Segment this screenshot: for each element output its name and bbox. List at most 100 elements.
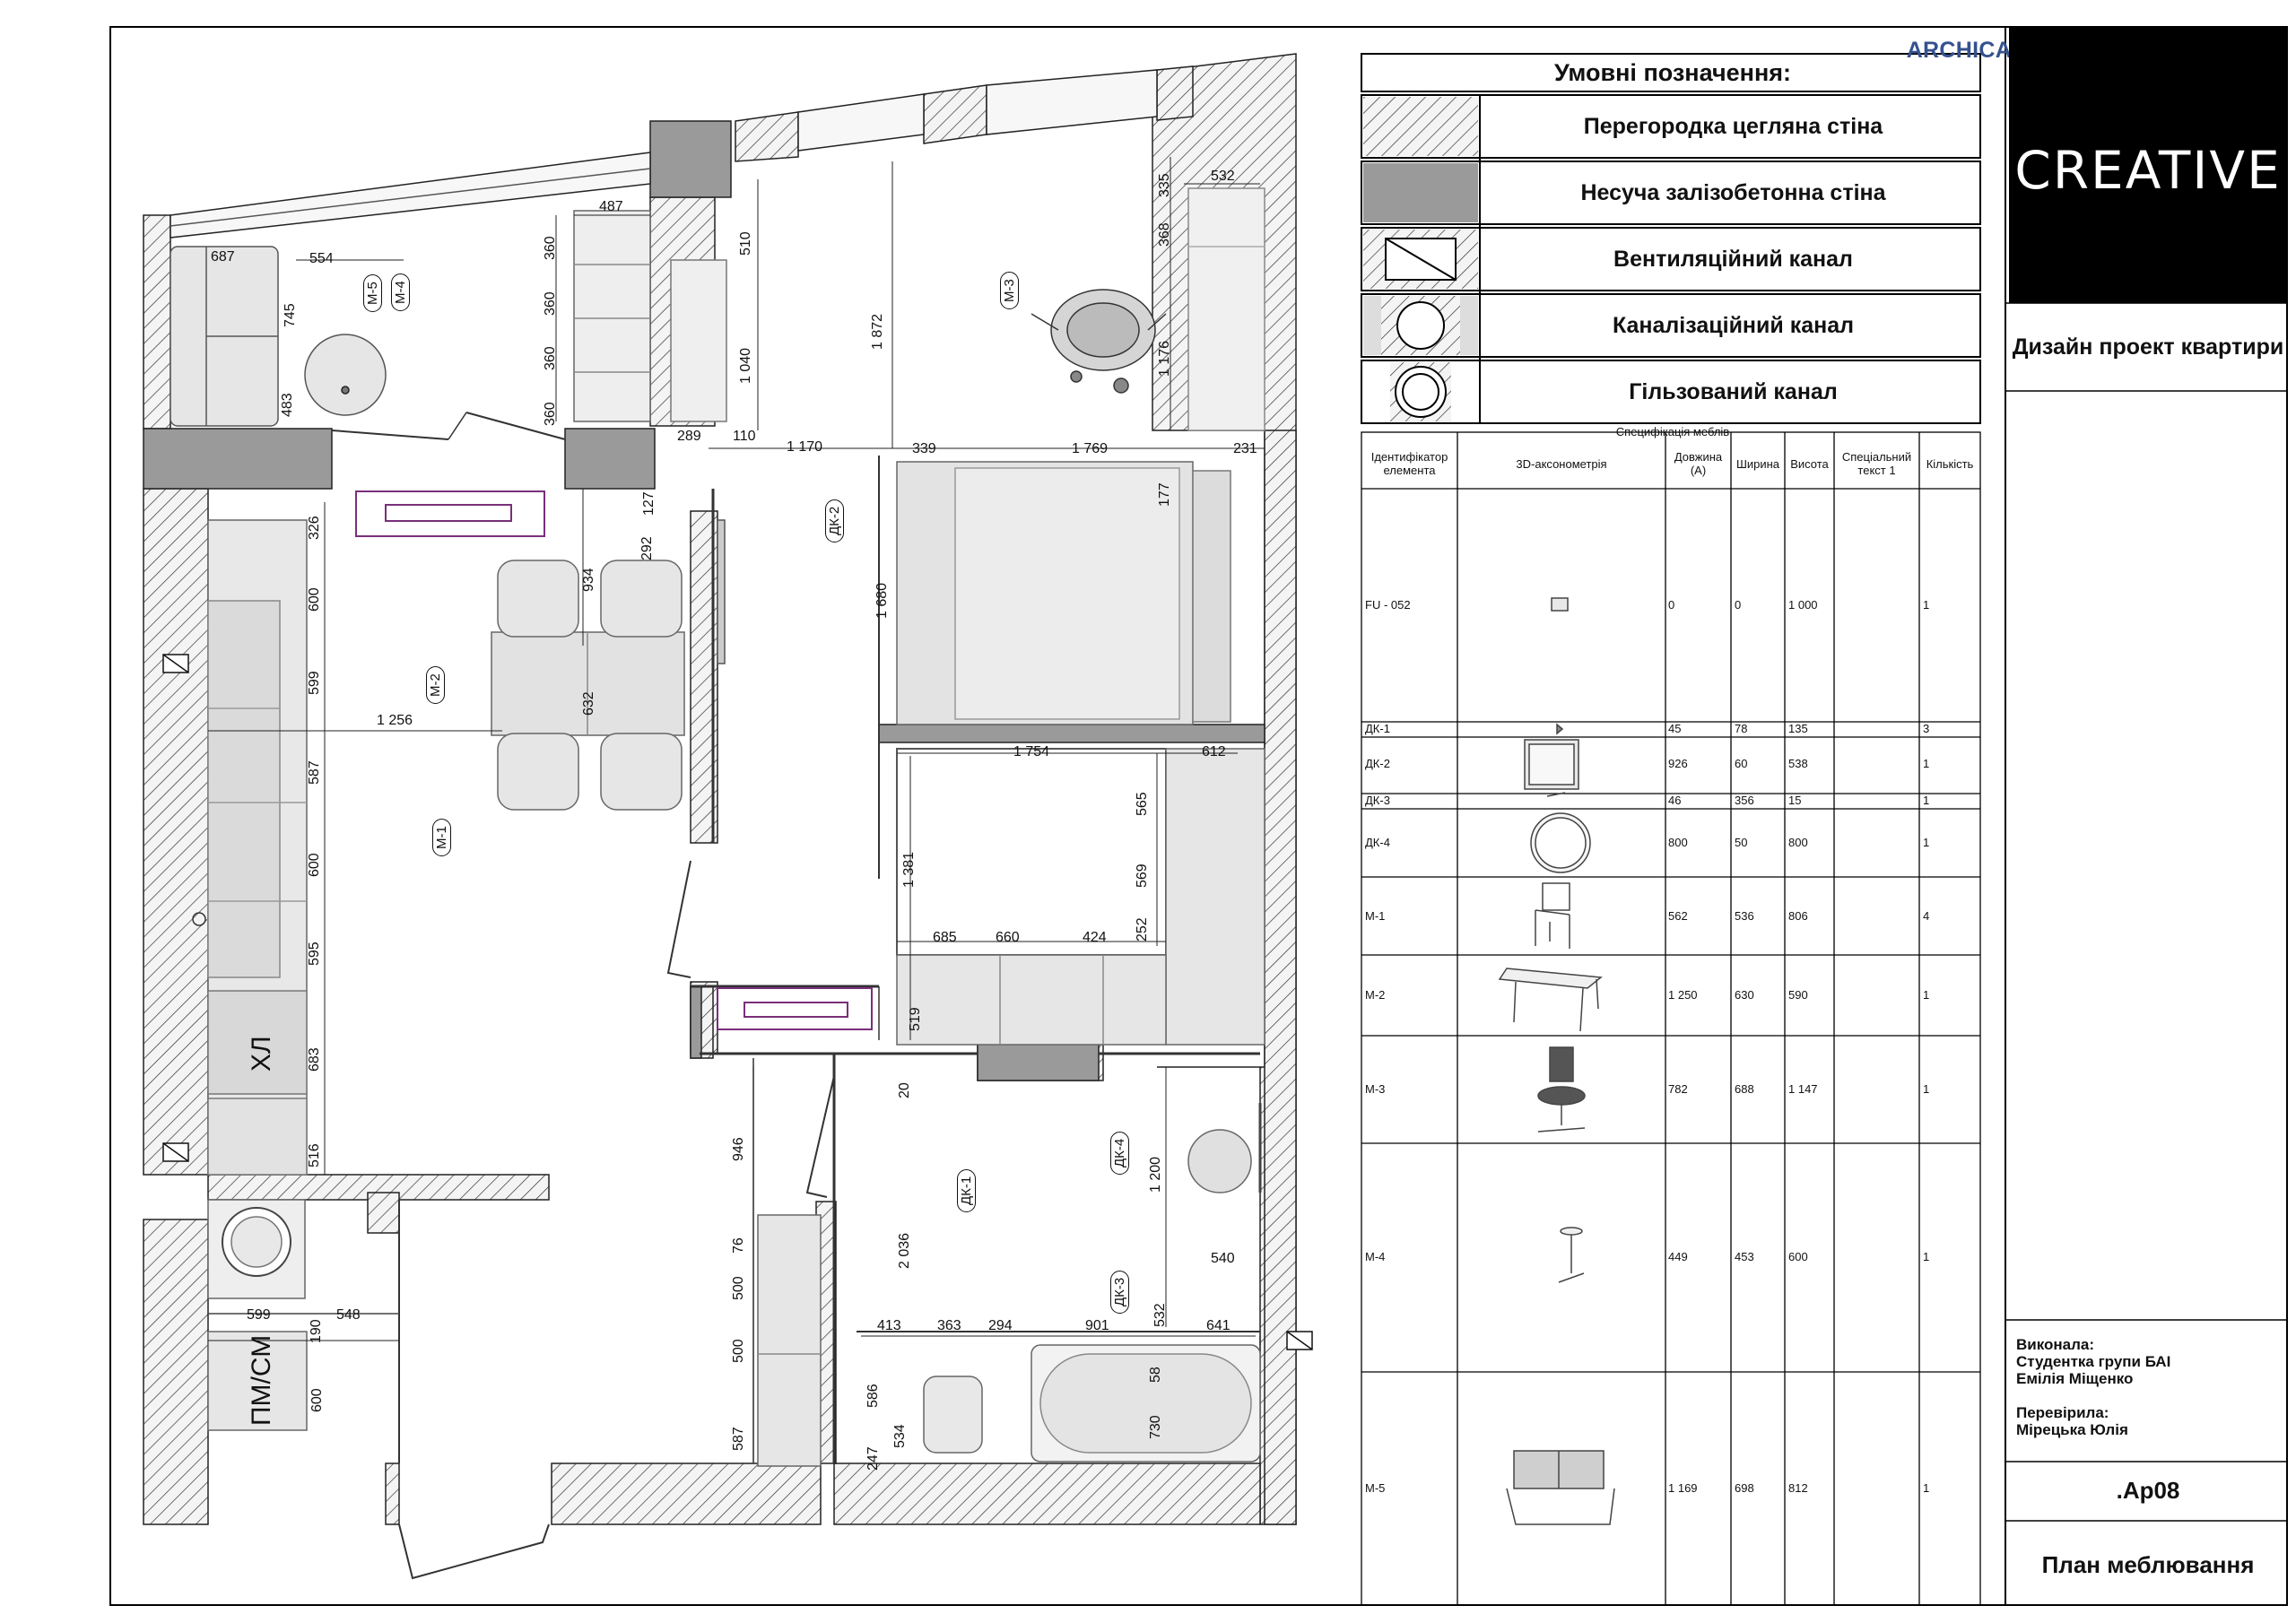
dimension-label: 368 xyxy=(1157,222,1172,247)
sofa-icon xyxy=(1506,1450,1615,1525)
furniture-tag: М-5 xyxy=(363,274,382,312)
socket-icon xyxy=(1551,597,1569,612)
spec-table xyxy=(1361,431,1981,1606)
dimension-label: 540 xyxy=(1211,1251,1235,1266)
dimension-label: 335 xyxy=(1157,173,1172,197)
dimension-label: 1 200 xyxy=(1148,1156,1163,1193)
dimension-label: 483 xyxy=(280,393,295,417)
dimension-label: 360 xyxy=(543,402,558,426)
spec-cell-height: 135 xyxy=(1788,722,1808,735)
dimension-label: 413 xyxy=(877,1318,901,1333)
dimension-label: 177 xyxy=(1157,482,1172,507)
spec-cell-id: М-4 xyxy=(1365,1250,1386,1263)
spec-header-special: Спеціальний текст 1 xyxy=(1841,450,1912,477)
dimension-label: 730 xyxy=(1148,1415,1163,1439)
spec-cell-qty: 1 xyxy=(1923,836,1930,849)
dimension-label: 901 xyxy=(1085,1318,1109,1333)
shelf-icon xyxy=(1546,792,1566,797)
spec-header-qty: Кількість xyxy=(1926,456,1974,471)
dimension-label: 1 872 xyxy=(870,313,885,350)
dimension-label: 294 xyxy=(988,1318,1013,1333)
spec-cell-height: 600 xyxy=(1788,1250,1808,1263)
dimension-label: 641 xyxy=(1206,1318,1231,1333)
dimension-label: 600 xyxy=(309,1388,325,1412)
dimension-label: 500 xyxy=(731,1339,746,1363)
spec-cell-id: ДК-2 xyxy=(1365,757,1390,770)
brand-logo: CREATIVE xyxy=(2014,140,2282,201)
dimension-label: 58 xyxy=(1148,1367,1163,1383)
dimension-label: 599 xyxy=(247,1307,271,1323)
furniture-tag: ДК-4 xyxy=(1110,1131,1129,1175)
spec-cell-width: 698 xyxy=(1735,1481,1754,1495)
spec-cell-qty: 1 xyxy=(1923,1250,1930,1263)
dimension-label: 745 xyxy=(283,303,298,327)
spec-cell-height: 590 xyxy=(1788,988,1808,1002)
furniture-tag: М-3 xyxy=(1000,272,1019,309)
dimension-label: 1 754 xyxy=(1013,744,1050,759)
legend-title: Умовні позначення: xyxy=(1553,58,1792,86)
desk xyxy=(1187,187,1265,431)
dimension-label: 946 xyxy=(731,1137,746,1161)
spec-cell-length: 1 250 xyxy=(1668,988,1698,1002)
brick-wall-hatch-icon xyxy=(1363,97,1478,156)
spec-cell-qty: 1 xyxy=(1923,794,1930,807)
spec-cell-height: 15 xyxy=(1788,794,1802,807)
dimension-label: 595 xyxy=(307,942,322,966)
spec-header-height: Висота xyxy=(1790,456,1829,471)
spec-header-length: Довжина (А) xyxy=(1674,450,1723,477)
side-table-m4 xyxy=(304,334,387,416)
dimension-label: 424 xyxy=(1083,930,1107,945)
brand-block: CREATIVE xyxy=(2009,27,2287,303)
dimension-label: 685 xyxy=(933,930,957,945)
dimension-label: 363 xyxy=(937,1318,961,1333)
fridge xyxy=(207,990,308,1095)
dimension-label: 600 xyxy=(307,853,322,877)
dimension-label: 2 036 xyxy=(897,1232,912,1269)
spec-cell-length: 782 xyxy=(1668,1082,1688,1096)
dimension-label: 1 040 xyxy=(738,347,753,384)
spec-cell-width: 0 xyxy=(1735,598,1742,612)
dimension-label: 1 170 xyxy=(787,439,823,455)
side-table-icon xyxy=(1558,1227,1585,1283)
dimension-label: 1 256 xyxy=(377,713,413,728)
spec-cell-qty: 1 xyxy=(1923,757,1930,770)
dimension-label: 326 xyxy=(307,516,322,540)
sheet-border xyxy=(109,26,2288,1606)
furniture-tag: ДК-1 xyxy=(957,1168,976,1212)
spec-cell-length: 45 xyxy=(1668,722,1682,735)
dimension-label: 612 xyxy=(1202,744,1226,759)
spec-cell-length: 46 xyxy=(1668,794,1682,807)
legend-label-vent: Вентиляційний канал xyxy=(1613,246,1853,272)
dimension-label: 587 xyxy=(731,1427,746,1451)
office-chair-m3 xyxy=(1031,289,1167,394)
dimension-label: 519 xyxy=(908,1007,923,1031)
vent-ducts xyxy=(162,654,1313,1350)
furniture-tag: М-1 xyxy=(432,819,451,856)
dimension-label: 252 xyxy=(1135,917,1150,942)
room-label-pm-sm: ПМ/СМ xyxy=(247,1334,276,1426)
dimension-label: 586 xyxy=(865,1384,881,1408)
dimension-label: 500 xyxy=(731,1276,746,1300)
legend-label-sewer: Каналізаційний канал xyxy=(1612,312,1855,338)
spec-cell-height: 800 xyxy=(1788,836,1808,849)
dimension-label: 660 xyxy=(996,930,1020,945)
dimension-label: 687 xyxy=(211,249,235,265)
dimension-label: 247 xyxy=(865,1446,881,1471)
dimension-label: 548 xyxy=(336,1307,361,1323)
dimension-label: 1 176 xyxy=(1157,340,1172,377)
dimension-label: 565 xyxy=(1135,792,1150,816)
dimension-label: 110 xyxy=(733,429,756,444)
spec-cell-qty: 3 xyxy=(1923,722,1930,735)
washbasin xyxy=(1187,1129,1252,1193)
ceiling-lamp-1 xyxy=(355,490,545,537)
spec-cell-height: 1 147 xyxy=(1788,1082,1818,1096)
dimension-label: 599 xyxy=(307,671,322,695)
spec-cell-width: 356 xyxy=(1735,794,1754,807)
dimension-label: 532 xyxy=(1211,169,1235,184)
spec-cell-id: ДК-3 xyxy=(1365,794,1390,807)
tv-panel-dk2 xyxy=(717,519,726,664)
dimension-label: 1 769 xyxy=(1072,441,1109,456)
dimension-label: 569 xyxy=(1135,864,1150,888)
sheet-number: .Ар08 xyxy=(2116,1476,2180,1504)
made-by-line1: Студентка групи БАІ xyxy=(2016,1353,2171,1370)
